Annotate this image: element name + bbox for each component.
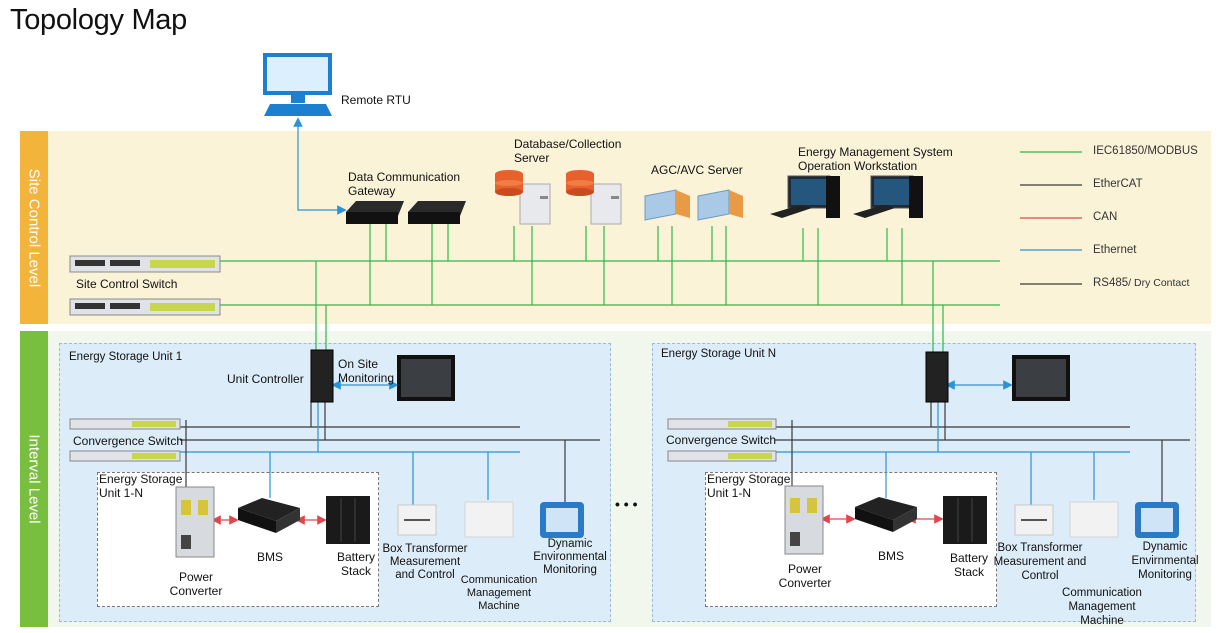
unitN-title: Energy Storage Unit N [661,348,777,360]
site-switch-label: Site Control Switch [76,277,178,291]
more-units-ellipsis: • • • [615,496,638,512]
unitN-box-transformer-label: Box Transformer Measurement and Control [993,542,1087,582]
unit1-devices [69,349,584,558]
page-title: Topology Map [10,4,187,36]
unit1-convergence-label: Convergence Switch [73,434,184,448]
unit1-env-monitoring-label: Dynamic Environmental Monitoring [533,538,607,576]
unit1-battery-label: Battery Stack [336,550,375,578]
unit1-wiring [180,380,600,525]
gateway-label: Data Communication Gateway [348,170,461,198]
site-switches [69,255,221,316]
site-buses [220,224,1000,352]
database-servers [495,170,622,225]
ems-workstations [770,175,923,218]
unit1-box-transformer-label: Box Transformer Measurement and Control [382,543,468,581]
unit1-pcs-label: Power Converter [169,570,223,598]
agc-servers [644,189,743,221]
unitN-comm-machine-label: Communication Management Machine [1062,587,1142,627]
agc-server-label: AGC/AVC Server [651,163,743,177]
legend-iec61850: IEC61850/MODBUS [1093,145,1198,157]
site-control-band [20,131,1211,324]
remote-rtu-label: Remote RTU [341,93,411,107]
unitN-battery-label: Battery Stack [949,551,988,579]
unit1-monitoring-label: On Site Monitoring [338,357,395,385]
unit1-bms-label: BMS [257,550,284,564]
unitN-convergence-label: Convergence Switch [666,433,777,447]
legend-rs485-label: RS485 [1093,277,1129,289]
unitN-bms-label: BMS [878,549,905,563]
legend-can: CAN [1093,211,1118,223]
legend-rs485-suffix: / Dry Contact [1128,277,1190,289]
unitN-wiring [775,380,1190,524]
legend-ethercat: EtherCAT [1093,178,1143,190]
remote-rtu-monitor [263,53,332,116]
unit1-title: Energy Storage Unit 1 [69,351,183,363]
database-server-label: Database/Collection Server [514,137,622,165]
legend-ethernet: Ethernet [1093,244,1137,256]
gateway-devices [346,201,466,224]
site-level-tab: Site Control Level [20,131,48,324]
unitN-pcs-label: Power Converter [778,562,832,590]
unitN-subunit-title: Energy Storage Unit 1-N [707,472,791,500]
legend-lines [1020,151,1082,285]
interval-level-tab: Interval Level [20,331,48,627]
unit1-subunit-title: Energy Storage Unit 1-N [99,472,183,500]
unit1-comm-machine-label: Communication Management Machine [460,574,538,612]
legend-rs485: RS485/ Dry Contact [1093,277,1189,289]
ems-workstation-label: Energy Management System Operation Works… [798,145,953,173]
unit1-controller-label: Unit Controller [227,372,304,386]
unitN-env-monitoring-label: Dynamic Envirnmental Monitoring [1131,541,1199,581]
unitN-devices [667,351,1179,555]
